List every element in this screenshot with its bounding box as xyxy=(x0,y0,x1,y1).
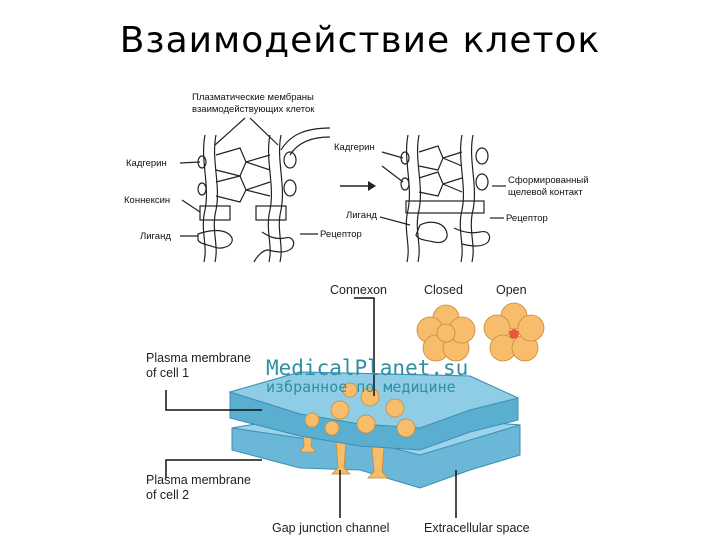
watermark-site: MedicalPlanet.su xyxy=(266,356,468,380)
label-cadherin-left: Кадгерин xyxy=(126,158,167,169)
label-membrane-cell2-1: Plasma membrane xyxy=(146,473,251,487)
label-extracellular-space: Extracellular space xyxy=(424,521,530,535)
label-membranes-2: взаимодействующих клеток xyxy=(192,104,315,115)
label-membrane-cell1-2: of cell 1 xyxy=(146,366,189,380)
label-ligand-left: Лиганд xyxy=(140,231,171,242)
label-cadherin-right: Кадгерин xyxy=(334,142,375,153)
label-connexin: Коннексин xyxy=(124,195,170,206)
label-membrane-cell1-1: Plasma membrane xyxy=(146,351,251,365)
connexons-on-membrane xyxy=(304,382,416,438)
label-membrane-cell2-2: of cell 2 xyxy=(146,488,189,502)
bottom-diagram xyxy=(165,297,545,518)
open-connexon-icon xyxy=(483,302,545,362)
closed-connexon-icon xyxy=(416,304,476,362)
label-ligand-right: Лиганд xyxy=(346,210,377,221)
top-right-diagram xyxy=(379,134,506,263)
label-membranes-1: Плазматические мембраны xyxy=(192,92,314,103)
label-receptor-right: Рецептор xyxy=(506,213,548,224)
label-receptor-left: Рецептор xyxy=(320,229,362,240)
page-title: Взаимодействие клеток xyxy=(119,20,601,61)
label-formed-contact-1: Сформированный xyxy=(508,175,589,186)
watermark-tagline: избранное по медицине xyxy=(266,378,456,396)
transition-arrow xyxy=(340,181,376,191)
label-closed: Closed xyxy=(424,283,463,297)
label-formed-contact-2: щелевой контакт xyxy=(508,187,583,198)
top-left-diagram xyxy=(179,117,331,263)
label-open: Open xyxy=(496,283,527,297)
label-connexon: Connexon xyxy=(330,283,387,297)
label-gap-junction-channel: Gap junction channel xyxy=(272,521,389,535)
